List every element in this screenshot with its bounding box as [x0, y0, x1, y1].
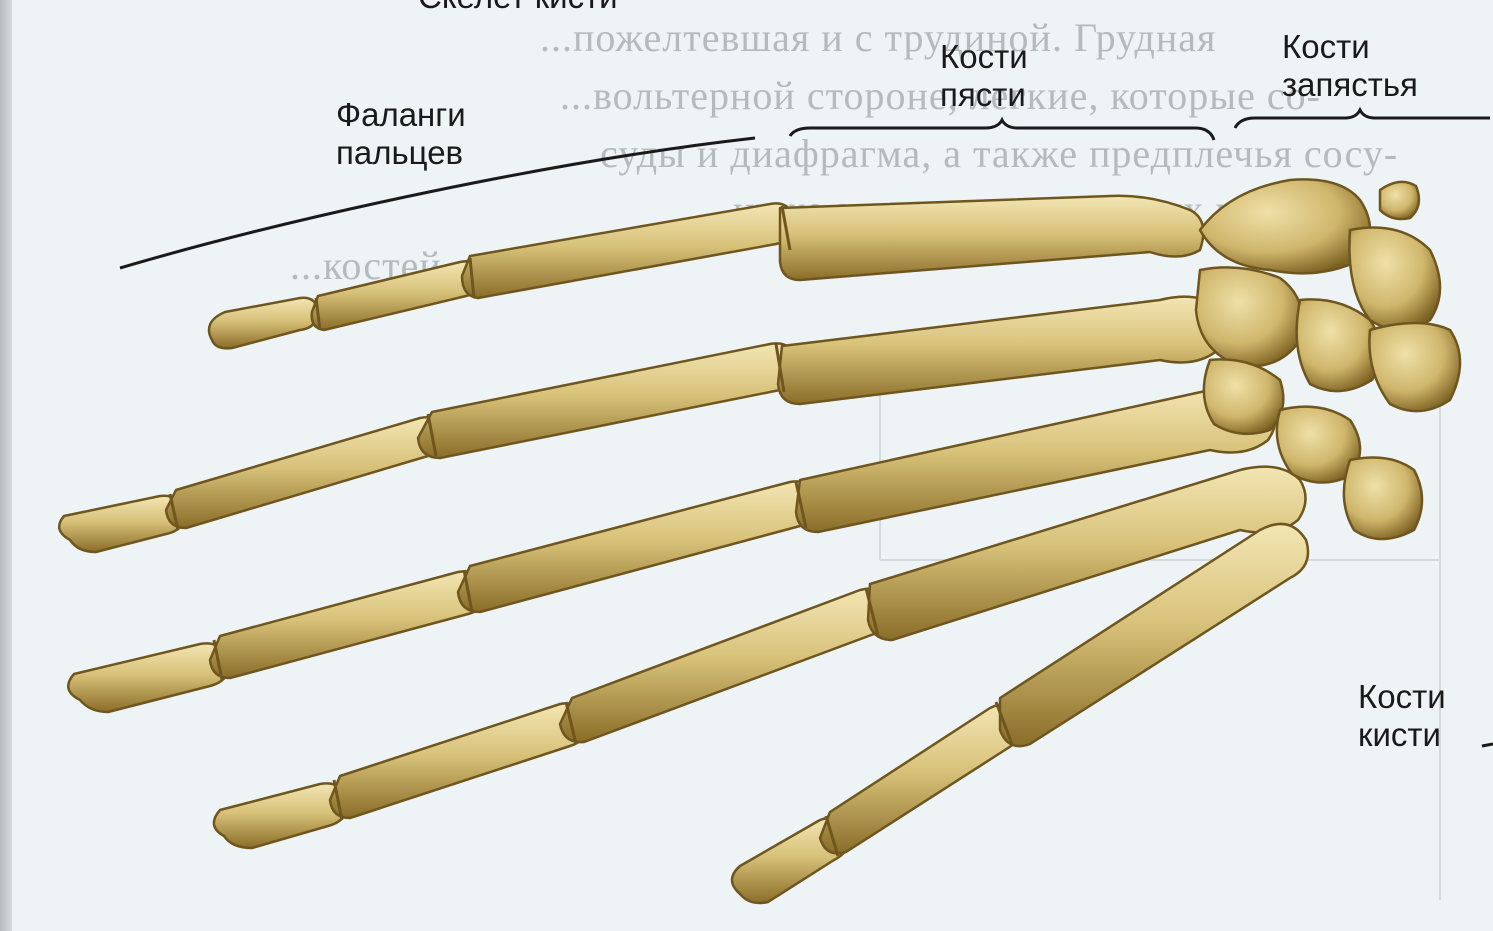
bones [59, 179, 1460, 903]
carpals-label: Кости запястья [1282, 28, 1418, 104]
metacarpals-label: Кости пясти [940, 38, 1028, 114]
carpals-brace [1235, 110, 1490, 128]
hand-bones-label: Кости кисти [1358, 678, 1446, 754]
hand-bones-pointer [1482, 744, 1493, 746]
metacarpals-brace [790, 120, 1214, 140]
phalanges-label: Фаланги пальцев [336, 96, 466, 172]
